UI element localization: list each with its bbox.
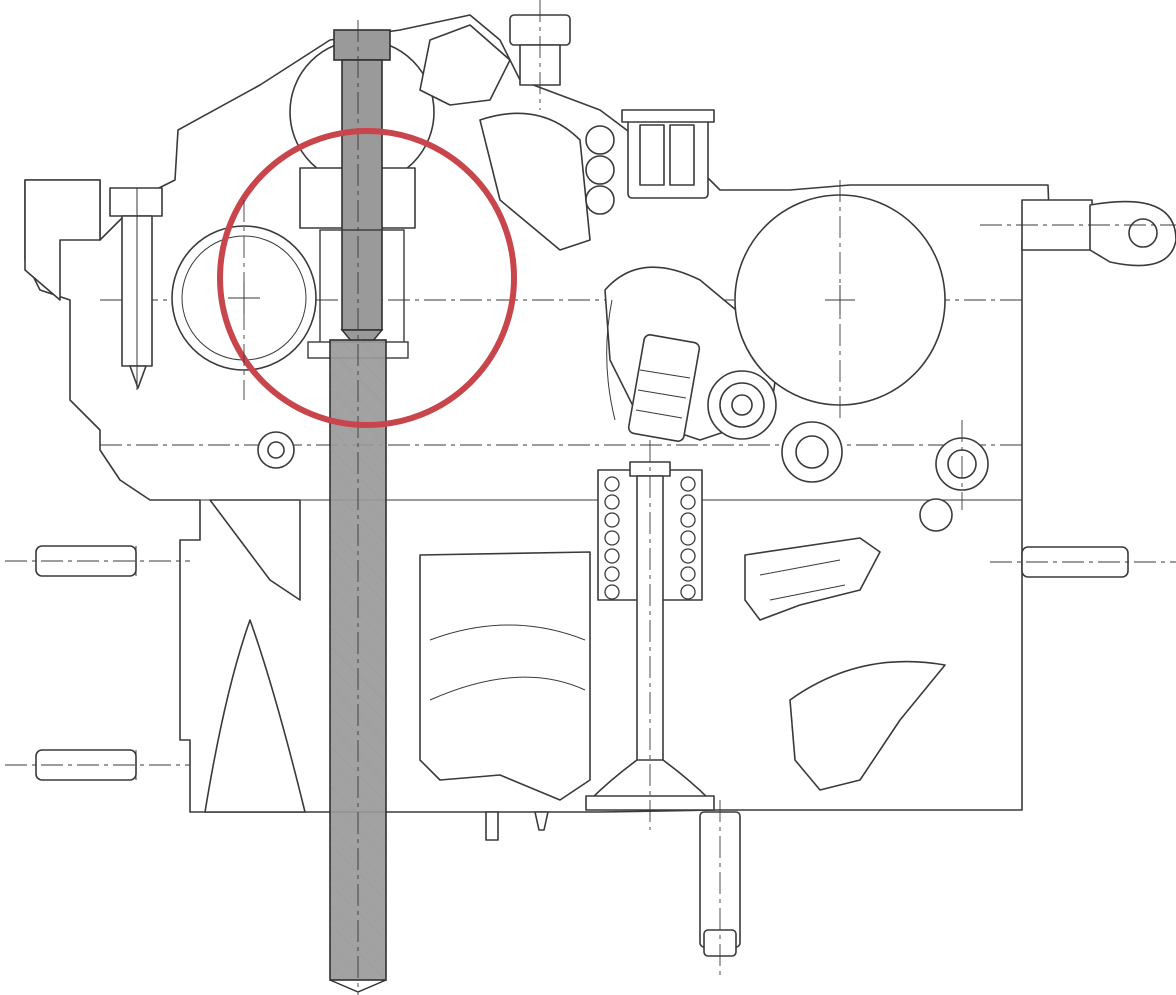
roller: [707, 370, 843, 483]
lifting-eye: [980, 199, 1176, 267]
lower-stud: [485, 800, 741, 975]
exhaust-port: [744, 537, 946, 791]
upper-cam-carrier: [419, 14, 615, 251]
left-flange: [24, 179, 163, 390]
hydraulic-lash-adjuster: [627, 334, 701, 442]
water-jacket-left: [204, 499, 306, 813]
valve: [585, 440, 715, 830]
left-studs: [5, 545, 190, 781]
highlight-circle: [217, 128, 517, 428]
center-lines: [243, 0, 963, 510]
head-bolt: [307, 20, 409, 995]
sensor-connector: [621, 109, 715, 199]
intake-port: [419, 551, 591, 801]
right-stud: [990, 546, 1176, 578]
